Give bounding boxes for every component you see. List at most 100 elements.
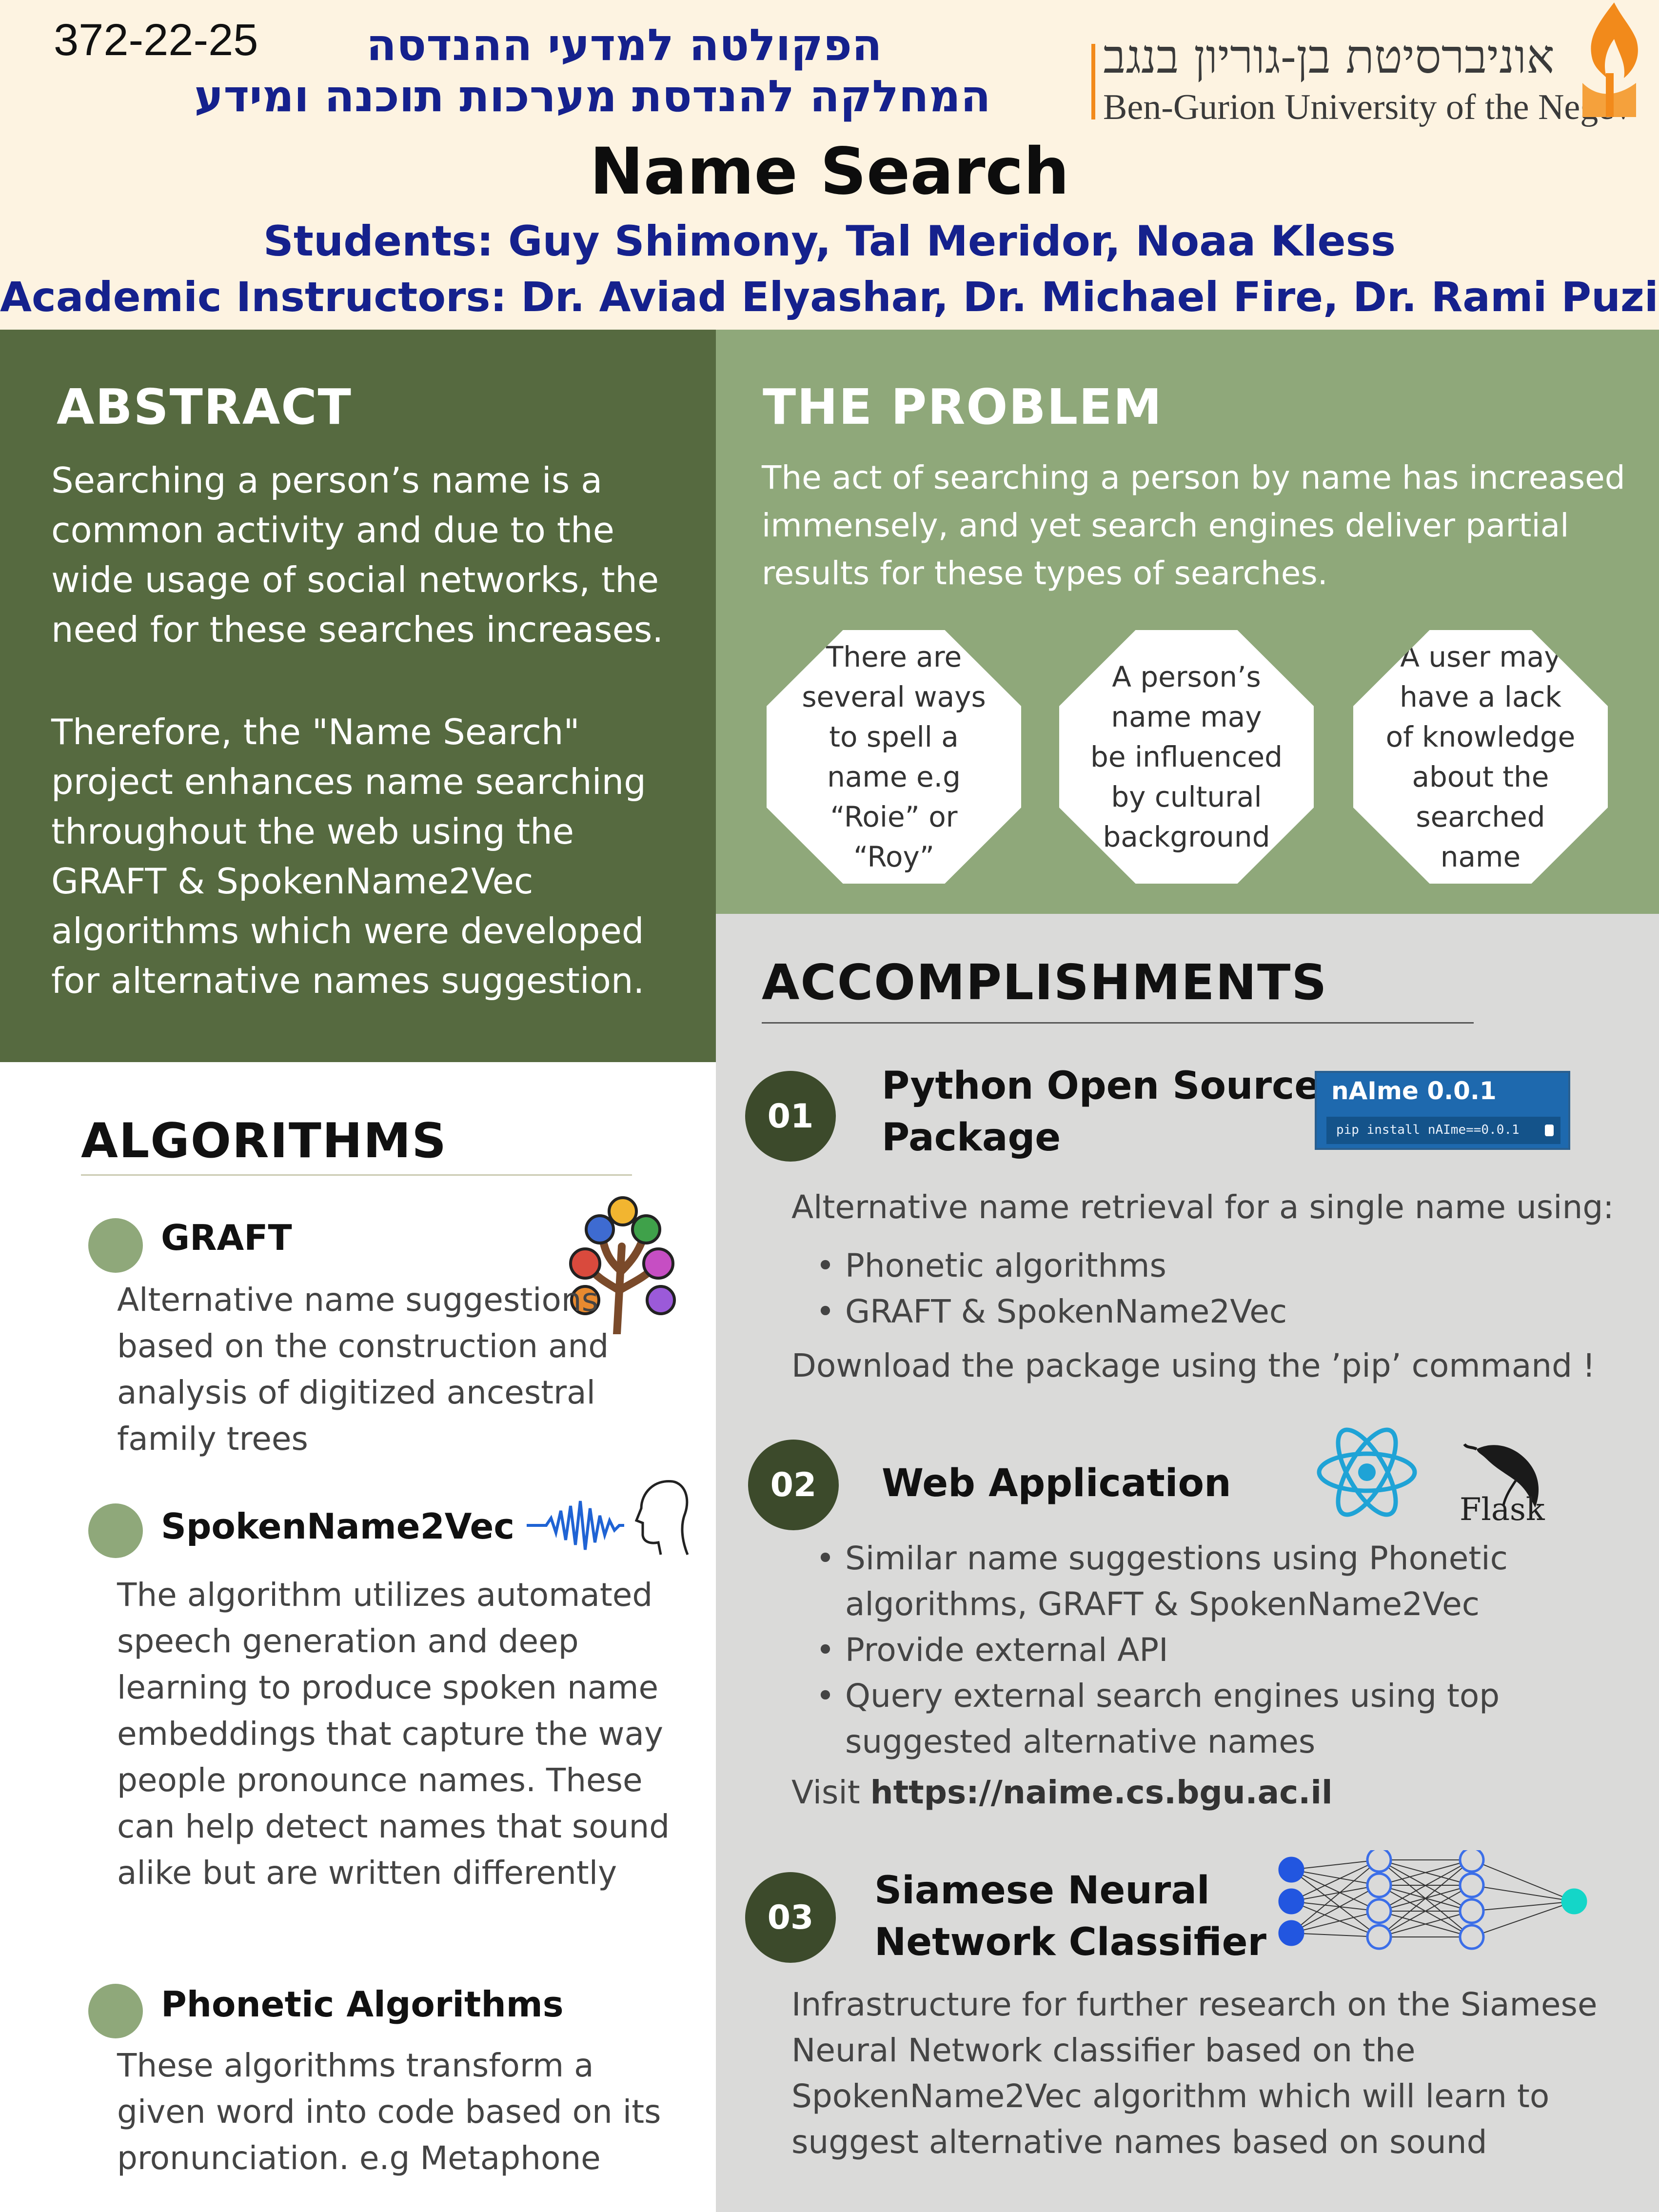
family-tree-icon [569, 1196, 676, 1334]
spokenname2vec-description: The algorithm utilizes automated speech … [117, 1576, 670, 1892]
algorithms-heading: ALGORITHMS [81, 1113, 447, 1169]
network-node [1278, 1888, 1304, 1915]
problem-point-text: A user may have a lack of knowledge abou… [1385, 640, 1576, 873]
network-edge [1291, 1885, 1380, 1934]
bullet-dot [88, 1503, 143, 1558]
network-edge [1379, 1859, 1472, 1937]
python-package-bullets: Phonetic algorithms GRAFT & SpokenName2V… [816, 1243, 1287, 1335]
bullet-dot [88, 1218, 143, 1273]
problem-point-culture: A person’s name may be influenced by cul… [1059, 630, 1314, 884]
network-edge [1291, 1885, 1380, 1902]
network-edge [1291, 1933, 1380, 1937]
network-edge [1291, 1869, 1380, 1937]
web-application-title: Web Application [882, 1462, 1231, 1505]
department-name-hebrew: המחלקה להנדסת מערכות תוכנה ומידע [194, 71, 991, 122]
network-node [1366, 1850, 1392, 1873]
network-edge [1471, 1901, 1575, 1937]
abstract-heading: ABSTRACT [57, 378, 352, 435]
section-divider [762, 1022, 1474, 1024]
instructors-line: Academic Instructors: Dr. Aviad Elyashar… [0, 273, 1659, 321]
network-node [1366, 1872, 1392, 1898]
graft-heading: GRAFT [161, 1217, 292, 1258]
network-edge [1379, 1911, 1472, 1937]
web-application-bullets: Similar name suggestions using Phonetic … [816, 1536, 1547, 1765]
network-edge [1471, 1885, 1575, 1902]
item-number-badge: 01 [745, 1071, 836, 1162]
abstract-paragraph-1: Searching a person’s name is a common ac… [51, 460, 664, 650]
visit-label: Visit [791, 1774, 860, 1811]
algorithms-section: ALGORITHMS GRAFT Alternative name sugges… [0, 1062, 716, 2212]
problem-point-spelling: There are several ways to spell a name e… [767, 630, 1021, 884]
list-item: Similar name suggestions using Phonetic … [816, 1536, 1547, 1627]
problem-section: THE PROBLEM The act of searching a perso… [716, 330, 1659, 914]
pypi-package-name: nAIme 0.0.1 [1331, 1077, 1497, 1105]
network-edge [1379, 1859, 1472, 1886]
bullet-dot [88, 1984, 143, 2038]
list-item: Query external search engines using top … [816, 1673, 1547, 1765]
flask-logo-icon [1463, 1443, 1539, 1508]
university-logo-divider [1091, 44, 1095, 119]
accomplishments-section: ACCOMPLISHMENTS 01 Python Open Source Pa… [716, 914, 1659, 2212]
problem-point-knowledge: A user may have a lack of knowledge abou… [1353, 630, 1608, 884]
speech-wave-icon [527, 1480, 689, 1555]
react-logo-icon [1317, 1427, 1417, 1517]
network-edge [1291, 1901, 1380, 1912]
network-node [1278, 1920, 1304, 1946]
abstract-paragraph-2: Therefore, the "Name Search" project enh… [51, 711, 646, 1001]
list-item: Phonetic algorithms [816, 1243, 1287, 1289]
network-edge [1471, 1859, 1575, 1902]
item-number-badge: 03 [745, 1872, 836, 1963]
problem-description: The act of searching a person by name ha… [762, 459, 1625, 592]
network-node [1459, 1872, 1485, 1898]
abstract-section: ABSTRACT Searching a person’s name is a … [0, 330, 716, 1062]
pip-command-text: pip install nAIme==0.0.1 [1336, 1123, 1520, 1137]
network-edge [1291, 1859, 1380, 1870]
network-edge [1291, 1911, 1380, 1934]
python-package-title: Python Open Source Package [882, 1064, 1321, 1160]
list-item: GRAFT & SpokenName2Vec [816, 1289, 1287, 1335]
python-package-intro: Alternative name retrieval for a single … [791, 1188, 1614, 1226]
spokenname2vec-heading: SpokenName2Vec [161, 1506, 514, 1547]
poster-id: 372-22-25 [54, 15, 258, 65]
web-application-link[interactable]: https://naime.cs.bgu.ac.il [870, 1774, 1333, 1811]
problem-heading: THE PROBLEM [763, 378, 1163, 435]
network-edge [1291, 1869, 1380, 1886]
pip-download-note: Download the package using the ’pip’ com… [791, 1347, 1596, 1384]
web-application-visit: Visit https://naime.cs.bgu.ac.il [791, 1770, 1333, 1816]
network-edge [1291, 1901, 1380, 1937]
network-edge [1291, 1869, 1380, 1912]
network-edge [1291, 1859, 1380, 1934]
phonetic-algorithms-description: These algorithms transform a given word … [117, 2047, 661, 2177]
siamese-network-description: Infrastructure for further research on t… [791, 1986, 1598, 2161]
university-flame-logo-icon [1582, 2, 1638, 117]
neural-network-icon [1278, 1850, 1587, 1950]
network-edge [1379, 1859, 1472, 1912]
network-node [1366, 1898, 1392, 1924]
problem-point-text: A person’s name may be influenced by cul… [1090, 660, 1283, 853]
poster-title: Name Search [590, 134, 1069, 209]
faculty-name-hebrew: הפקולטה למדעי ההנדסה [366, 20, 882, 71]
list-item: Provide external API [816, 1627, 1547, 1673]
accomplishments-heading: ACCOMPLISHMENTS [762, 954, 1328, 1011]
network-edge [1291, 1859, 1380, 1902]
network-node [1561, 1888, 1587, 1915]
university-name-hebrew: אוניברסיטת בן-גוריון בנגב [1103, 29, 1555, 84]
network-node [1459, 1898, 1485, 1924]
pypi-package-badge: nAIme 0.0.1 pip install nAIme==0.0.1 [1315, 1071, 1570, 1150]
network-edge [1379, 1885, 1472, 1937]
flask-logo-label: Flask [1460, 1492, 1545, 1528]
network-node [1459, 1924, 1485, 1950]
network-node [1366, 1924, 1392, 1950]
item-number-badge: 02 [748, 1440, 839, 1530]
university-name-english: Ben-Gurion University of the Negev [1103, 87, 1633, 127]
network-node [1278, 1856, 1304, 1883]
section-divider [81, 1174, 632, 1176]
siamese-network-title: Siamese Neural Network Classifier [874, 1869, 1266, 1964]
network-node [1459, 1850, 1485, 1873]
copy-icon [1545, 1125, 1554, 1136]
network-edge [1471, 1901, 1575, 1912]
graft-description: Alternative name suggestions based on th… [117, 1281, 609, 1458]
students-line: Students: Guy Shimony, Tal Meridor, Noaa… [263, 217, 1396, 266]
problem-point-text: There are several ways to spell a name e… [802, 640, 986, 873]
phonetic-algorithms-heading: Phonetic Algorithms [161, 1984, 564, 2025]
